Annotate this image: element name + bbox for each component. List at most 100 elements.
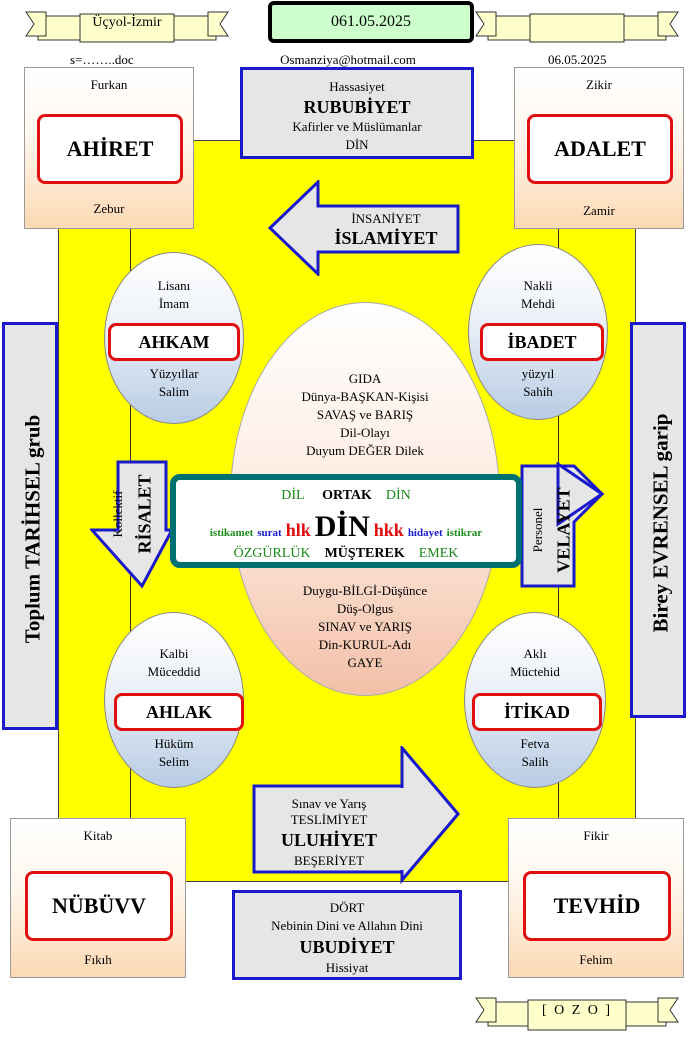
istikamet-word: istikamet xyxy=(209,527,254,539)
adalet-box: ADALET xyxy=(527,114,673,184)
center-bottom-line: Düş-Olgus xyxy=(336,601,394,616)
din-row1: DİL ORTAK DİN xyxy=(176,488,516,504)
center-top-text: GIDA Dünya-BAŞKAN-Kişisi SAVAŞ ve BARIŞ … xyxy=(252,370,478,460)
uluhiyet-line1: Sınav ve Yarış xyxy=(291,796,367,811)
hkk-word: hkk xyxy=(373,520,404,540)
location-text: Üçyol-İzmir xyxy=(92,15,162,30)
corner-bottom-label: Fehim xyxy=(579,952,613,967)
center-bottom-line: Din-KURUL-Adı xyxy=(318,637,412,652)
ozo-text: [ O Z O ] xyxy=(541,1003,613,1018)
file-name: s=……..doc xyxy=(70,52,134,67)
itikad-l1: Aklı xyxy=(523,646,547,661)
center-top-line: Dünya-BAŞKAN-Kişisi xyxy=(301,389,429,404)
velayet-line1: Personel xyxy=(530,507,545,553)
center-bottom-line: SINAV ve YARIŞ xyxy=(318,619,412,634)
ibadet-l2: Mehdi xyxy=(521,296,555,311)
islamiyet-arrow xyxy=(268,180,460,276)
ubudiyet-line1: DÖRT xyxy=(329,900,365,915)
itikad-l2: Müctehid xyxy=(510,664,560,679)
center-bottom-line: GAYE xyxy=(347,655,383,670)
corner-top-label: Fikir xyxy=(583,828,609,843)
nubuvv-box: NÜBÜVV xyxy=(25,871,173,941)
side-right-text: Birey EVRENSEL garip xyxy=(648,413,673,633)
corner-top-label: Kitab xyxy=(83,828,113,843)
corner-bottom-label: Fıkıh xyxy=(84,952,112,967)
itikad-l4: Salih xyxy=(521,754,549,769)
rububiyet-line1: Hassasiyet xyxy=(329,79,385,94)
din-row2: istikamet surat hlk DİN hkk hidayet isti… xyxy=(176,510,516,544)
tevhid-box: TEVHİD xyxy=(523,871,671,941)
side-left-text: Toplum TARİHSEL grub xyxy=(20,414,45,644)
islamiyet-line1: İNSANİYET xyxy=(351,211,421,226)
date-box: 061.05.2025 xyxy=(268,1,474,43)
itikad-box: İTİKAD xyxy=(472,693,602,731)
corner-top-label: Furkan xyxy=(90,77,128,92)
rububiyet-line3: DİN xyxy=(345,137,369,152)
emek-word: EMEK xyxy=(418,546,459,561)
center-top-line: SAVAŞ ve BARIŞ xyxy=(316,407,414,422)
location-banner xyxy=(25,11,229,43)
din-small-word: DİN xyxy=(385,488,411,503)
ahkam-box: AHKAM xyxy=(108,323,240,361)
din-row3: ÖZGÜRLÜK MÜŞTEREK EMEK xyxy=(176,546,516,562)
center-bottom-text: Duygu-BİLGİ-Düşünce Düş-Olgus SINAV ve Y… xyxy=(252,582,478,672)
rububiyet-title: RUBUBİYET xyxy=(303,97,411,117)
istikrar-word: istikrar xyxy=(446,527,483,539)
risalet-line2: RİSALET xyxy=(134,474,155,554)
din-main-word: DİN xyxy=(314,510,370,543)
right-banner xyxy=(475,11,679,43)
islamiyet-line2: İSLAMİYET xyxy=(334,228,438,248)
ubudiyet-box: DÖRT Nebinin Dini ve Allahın Dini UBUDİY… xyxy=(232,890,462,980)
corner-bottom-label: Zamir xyxy=(583,203,615,218)
rububiyet-box: Hassasiyet RUBUBİYET Kafirler ve Müslüma… xyxy=(240,67,474,159)
velayet-arrow xyxy=(520,462,604,588)
ahkam-l3: Yüzyıllar xyxy=(149,366,199,381)
din-panel: DİL ORTAK DİN istikamet surat hlk DİN hk… xyxy=(170,474,522,568)
ortak-word: ORTAK xyxy=(322,488,372,503)
musterek-word: MÜŞTEREK xyxy=(324,546,405,561)
corner-tevhid: Fikir TEVHİD Fehim xyxy=(508,818,684,978)
ibadet-l1: Nakli xyxy=(523,278,553,293)
ubudiyet-line3: Hissiyat xyxy=(325,960,369,975)
corner-top-label: Zikir xyxy=(586,77,612,92)
email: Osmanziya@hotmail.com xyxy=(280,52,416,67)
ibadet-l3: yüzyıl xyxy=(521,366,555,381)
ubudiyet-line2: Nebinin Dini ve Allahın Dini xyxy=(271,918,423,933)
ahlak-l3: Hüküm xyxy=(154,736,194,751)
ahlak-l1: Kalbi xyxy=(159,646,189,661)
center-top-line: GIDA xyxy=(348,371,382,386)
itikad-l3: Fetva xyxy=(520,736,550,751)
center-top-line: Dil-Olayı xyxy=(340,425,390,440)
ozo-banner xyxy=(475,997,679,1031)
uluhiyet-arrow xyxy=(252,746,460,884)
hidayet-word: hidayet xyxy=(407,527,443,539)
corner-nubuvv: Kitab NÜBÜVV Fıkıh xyxy=(10,818,186,978)
header-date: 06.05.2025 xyxy=(548,52,607,67)
side-panel-left: Toplum TARİHSEL grub xyxy=(2,322,58,730)
center-top-line: Duyum DEĞER Dilek xyxy=(306,443,424,458)
corner-ahiret: Furkan AHİRET Zebur xyxy=(24,67,194,229)
center-bottom-line: Duygu-BİLGİ-Düşünce xyxy=(302,583,428,598)
rububiyet-line2: Kafirler ve Müslümanlar xyxy=(292,119,422,134)
uluhiyet-line3: ULUHİYET xyxy=(280,830,378,850)
ahkam-l1: Lisanı xyxy=(157,278,191,293)
ibadet-l4: Sahih xyxy=(523,384,553,399)
surat-word: surat xyxy=(257,527,282,539)
risalet-arrow xyxy=(90,460,174,589)
corner-adalet: Zikir ADALET Zamir xyxy=(514,67,684,229)
corner-bottom-label: Zebur xyxy=(93,201,125,216)
velayet-line2: VELAYET xyxy=(553,487,574,573)
dil-word: DİL xyxy=(281,488,305,503)
risalet-line1: Kollektif xyxy=(110,490,125,538)
ahkam-l2: İmam xyxy=(158,296,190,311)
side-panel-right: Birey EVRENSEL garip xyxy=(630,322,686,718)
uluhiyet-line4: BEŞERİYET xyxy=(293,853,365,868)
hlk-word: hlk xyxy=(285,520,311,540)
ozgurluk-word: ÖZGÜRLÜK xyxy=(233,546,311,561)
uluhiyet-line2: TESLİMİYET xyxy=(290,812,368,827)
ibadet-box: İBADET xyxy=(480,323,604,361)
ahiret-box: AHİRET xyxy=(37,114,183,184)
ahlak-l4: Selim xyxy=(158,754,190,769)
ubudiyet-title: UBUDİYET xyxy=(299,937,395,957)
ahlak-box: AHLAK xyxy=(114,693,244,731)
